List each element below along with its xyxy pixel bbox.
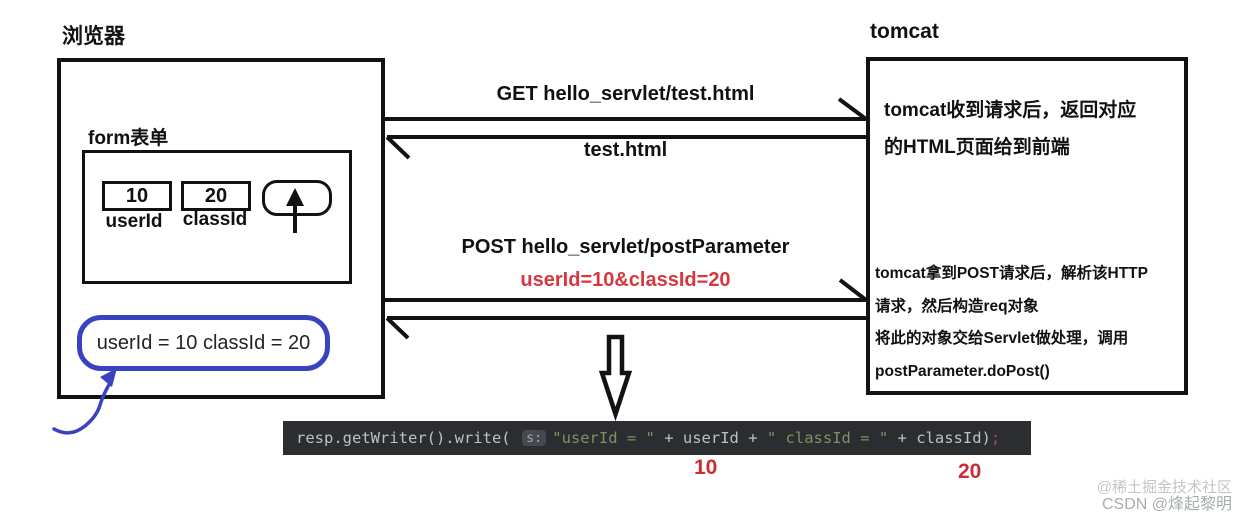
tomcat-get-note-line: tomcat收到请求后，返回对应	[884, 100, 1137, 121]
userid-input[interactable]: 10	[102, 181, 172, 211]
browser-box	[57, 58, 385, 399]
code-text: resp.getWriter().write(	[296, 429, 520, 447]
watermark-juejin: @稀土掘金技术社区	[1096, 479, 1232, 496]
code-param-hint: s:	[521, 430, 547, 446]
response-result-box: userId = 10 classId = 20	[77, 315, 330, 371]
tomcat-box	[866, 57, 1188, 395]
code-annotation-userid-value: 10	[694, 456, 718, 479]
tomcat-post-note: tomcat拿到POST请求后，解析该HTTP 请求，然后构造req对象 将此的…	[875, 258, 1185, 388]
tomcat-title: tomcat	[870, 20, 939, 43]
code-annotation-classid-value: 20	[958, 460, 982, 483]
watermark-csdn: CSDN @烽起黎明	[1101, 496, 1232, 513]
code-text: + userId +	[654, 429, 767, 447]
tomcat-post-note-line: postParameter.doPost()	[875, 362, 1050, 380]
response-result-text: userId = 10 classId = 20	[96, 331, 311, 354]
code-text: + classId)	[888, 429, 991, 447]
classid-input[interactable]: 20	[181, 181, 251, 211]
classid-field-label: classId	[182, 209, 248, 230]
form-box	[82, 150, 352, 284]
tomcat-post-note-line: 请求，然后构造req对象	[875, 297, 1039, 315]
submit-button[interactable]	[262, 180, 332, 216]
form-label: form表单	[88, 128, 169, 149]
post-body-label: userId=10&classId=20	[520, 269, 731, 291]
post-response-arrow-icon	[385, 316, 866, 340]
browser-title: 浏览器	[62, 25, 125, 48]
tomcat-post-note-line: 将此的对象交给Servlet做处理，调用	[875, 330, 1129, 347]
userid-field-label: userId	[105, 211, 163, 232]
get-response-label: test.html	[583, 139, 668, 161]
tomcat-get-note-line: 的HTML页面给到前端	[884, 137, 1070, 158]
post-request-label: POST hello_servlet/postParameter	[461, 236, 790, 258]
code-semicolon: ;	[990, 429, 1001, 447]
get-request-label: GET hello_servlet/test.html	[496, 83, 755, 105]
down-arrow-icon	[598, 334, 633, 422]
code-string-userid: "userId = "	[552, 429, 655, 447]
tomcat-post-note-line: tomcat拿到POST请求后，解析该HTTP	[875, 265, 1148, 282]
code-block: resp.getWriter().write( s: "userId = " + …	[283, 421, 1031, 455]
tomcat-get-note: tomcat收到请求后，返回对应 的HTML页面给到前端	[884, 92, 1176, 166]
code-string-classid: " classId = "	[766, 429, 889, 447]
